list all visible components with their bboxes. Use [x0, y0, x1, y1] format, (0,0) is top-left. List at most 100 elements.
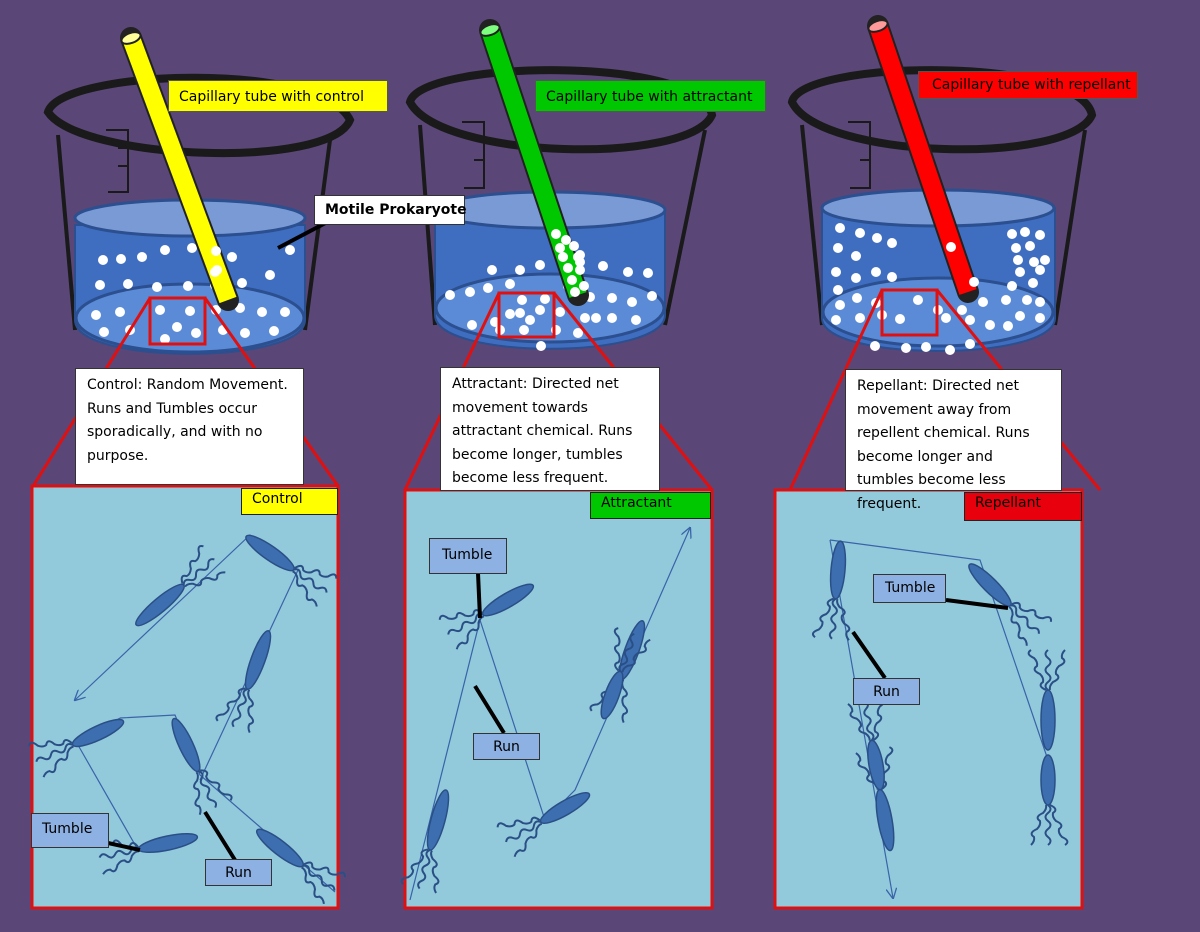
bacterium-dot: [1007, 229, 1017, 239]
bacterium-dot: [643, 268, 653, 278]
bacterium-dot: [851, 273, 861, 283]
panel-repellant: [773, 488, 1084, 910]
panel-tag-repellant: Repellant: [964, 492, 1082, 521]
bacterium-dot: [191, 328, 201, 338]
zoom-box-attractant: [497, 291, 556, 339]
bacterium-dot: [985, 320, 995, 330]
bacterium-dot: [870, 341, 880, 351]
bacterium-dot: [95, 280, 105, 290]
bacterium-dot: [269, 326, 279, 336]
bacterium-icon: [171, 717, 233, 816]
bacterium-dot: [569, 241, 579, 251]
bacterium-dot: [607, 293, 617, 303]
bacterium-icon: [400, 789, 450, 894]
bacterium-dot: [172, 322, 182, 332]
bacterium-dot: [957, 305, 967, 315]
bacterium-dot: [965, 315, 975, 325]
bacterium-icon: [847, 697, 886, 791]
bacterium-dot: [835, 223, 845, 233]
bacterium-dot: [978, 297, 988, 307]
bacterium-dot: [536, 341, 546, 351]
bacterium-dot: [563, 263, 573, 273]
bacterium-dot: [540, 294, 550, 304]
bacterium-dot: [945, 345, 955, 355]
bacterium-dot: [160, 245, 170, 255]
bacterium-dot: [91, 310, 101, 320]
bacterium-dot: [505, 279, 515, 289]
tube-label-attractant: Capillary tube with attractant: [535, 80, 766, 112]
bacterium-icon: [496, 791, 591, 858]
bacterium-dot: [831, 315, 841, 325]
bacterium-dot: [160, 334, 170, 344]
bacterium-dot: [872, 233, 882, 243]
bacterium-icon: [245, 534, 338, 607]
bacterium-dot: [570, 287, 580, 297]
bacterium-dot: [833, 243, 843, 253]
bacterium-dot: [591, 313, 601, 323]
bacterium-icon: [968, 563, 1052, 646]
panel-tag-attractant: Attractant: [590, 492, 711, 519]
bacterium-dot: [483, 283, 493, 293]
bacterium-dot: [831, 267, 841, 277]
bacterium-dot: [946, 242, 956, 252]
bacterium-dot: [969, 277, 979, 287]
bacterium-dot: [913, 295, 923, 305]
bacterium-dot: [852, 293, 862, 303]
bacterium-dot: [1022, 295, 1032, 305]
bacterium-icon: [28, 718, 125, 778]
bacterium-dot: [467, 320, 477, 330]
tube-label-control: Capillary tube with control: [168, 80, 388, 112]
bacterium-dot: [573, 328, 583, 338]
bacterium-dot: [515, 308, 525, 318]
bacterium-dot: [627, 297, 637, 307]
bacterium-dot: [851, 251, 861, 261]
description-repellant: Repellant: Directed net movement away fr…: [845, 369, 1062, 512]
bacterium-dot: [515, 265, 525, 275]
bacterium-dot: [965, 339, 975, 349]
bacterium-dot: [555, 243, 565, 253]
bacterium-dot: [1013, 255, 1023, 265]
bacterium-dot: [99, 327, 109, 337]
bacterium-dot: [855, 313, 865, 323]
bacterium-dot: [647, 291, 657, 301]
description-attractant: Attractant: Directed net movement toward…: [440, 367, 660, 491]
bacterium-dot: [1029, 257, 1039, 267]
bacterium-dot: [567, 275, 577, 285]
callout-run-attractant: Run: [473, 733, 540, 760]
bacterium-dot: [185, 306, 195, 316]
bacterium-dot: [631, 315, 641, 325]
bacterium-dot: [280, 307, 290, 317]
bacterium-dot: [551, 229, 561, 239]
bacterium-dot: [1035, 313, 1045, 323]
bacterium-dot: [575, 265, 585, 275]
bacterium-icon: [600, 627, 651, 720]
bacterium-dot: [558, 252, 568, 262]
bacterium-icon: [438, 583, 535, 650]
bacterium-dot: [137, 252, 147, 262]
bacterium-dot: [535, 260, 545, 270]
motile-prokaryote-label: Motile Prokaryote: [314, 195, 467, 225]
bacterium-dot: [1028, 278, 1038, 288]
panel-tag-control: Control: [241, 488, 338, 515]
callout-tumble-repellant: Tumble: [873, 574, 946, 603]
bacterium-dot: [561, 235, 571, 245]
bacterium-dot: [871, 267, 881, 277]
bacterium-dot: [1035, 265, 1045, 275]
bacterium-dot: [1035, 230, 1045, 240]
bacterium-dot: [517, 295, 527, 305]
bacterium-dot: [1035, 297, 1045, 307]
bacterium-dot: [257, 307, 267, 317]
bacterium-dot: [921, 342, 931, 352]
bacterium-dot: [1011, 243, 1021, 253]
bacterium-icon: [255, 828, 346, 905]
bacterium-dot: [1015, 311, 1025, 321]
bacterium-dot: [580, 313, 590, 323]
callout-pointers: [107, 572, 1009, 862]
bacterium-dot: [211, 246, 221, 256]
bacterium-dot: [1001, 295, 1011, 305]
tube-label-repellant: Capillary tube with repellant: [918, 71, 1138, 99]
tube-dots: [210, 229, 979, 297]
bacterium-dot: [941, 313, 951, 323]
bacterium-dot: [465, 287, 475, 297]
bacterium-dot: [623, 267, 633, 277]
